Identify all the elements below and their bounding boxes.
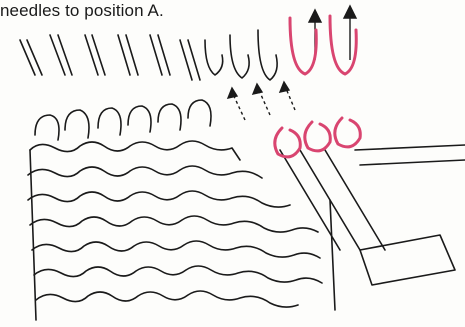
needle-2 bbox=[50, 35, 72, 75]
transfer-tool bbox=[280, 145, 465, 285]
latch-needle-icon bbox=[205, 40, 223, 75]
needle-3 bbox=[85, 35, 105, 75]
up-arrow-icon bbox=[344, 6, 356, 18]
up-arrow-icon bbox=[253, 84, 262, 94]
pink-transfer-tools bbox=[275, 16, 360, 157]
needle-4 bbox=[118, 35, 138, 75]
pink-stitch-loop bbox=[275, 128, 300, 157]
pink-stitch-loop bbox=[335, 118, 360, 147]
up-arrow-icon bbox=[228, 88, 237, 98]
up-arrow-icon bbox=[309, 10, 321, 22]
needle-6 bbox=[180, 40, 200, 80]
needle-row bbox=[20, 35, 200, 80]
transfer-tool-icon bbox=[330, 16, 356, 74]
pink-stitch-loop bbox=[305, 122, 330, 151]
up-arrow-icon bbox=[280, 82, 289, 92]
knitted-fabric bbox=[28, 141, 335, 320]
latch-needles bbox=[205, 30, 277, 80]
latch-needle-icon bbox=[230, 35, 249, 78]
transfer-tool-icon bbox=[290, 18, 316, 74]
needle-1 bbox=[20, 40, 42, 75]
latch-needle-icon bbox=[258, 30, 277, 80]
top-loops bbox=[35, 100, 211, 140]
needle-5 bbox=[150, 35, 170, 75]
